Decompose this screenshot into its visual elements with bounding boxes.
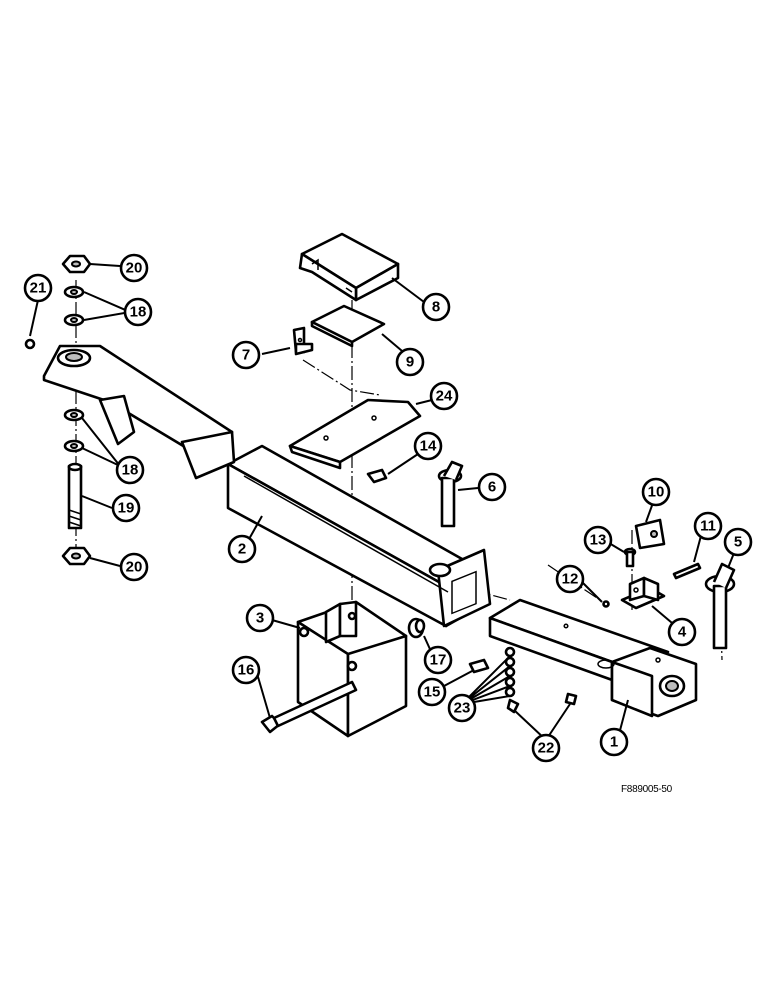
figure-code: F889005-50	[621, 784, 672, 795]
callout-20-upper: 20	[119, 253, 149, 283]
small-bolt	[623, 547, 637, 568]
callout-12-label: 12	[562, 571, 579, 588]
small-pin	[602, 600, 610, 608]
draw-bar-arm	[42, 344, 236, 480]
callout-6-label: 6	[488, 479, 496, 496]
callout-13-label: 13	[590, 532, 607, 549]
main-tongue-tube	[226, 444, 492, 628]
callout-10: 10	[641, 477, 671, 507]
long-bolt	[260, 680, 358, 734]
callout-18-lower-label: 18	[122, 462, 139, 479]
clip	[366, 468, 388, 484]
callout-21: 21	[23, 273, 53, 303]
callout-19-label: 19	[118, 500, 135, 517]
lower-clip	[468, 658, 490, 674]
cotter-pin	[672, 562, 702, 580]
callout-17-label: 17	[430, 652, 447, 669]
callout-3: 3	[245, 603, 275, 633]
callout-10-label: 10	[648, 484, 665, 501]
cover	[298, 232, 400, 302]
callout-14-label: 14	[420, 438, 437, 455]
u-bracket	[296, 600, 408, 738]
callout-20-upper-label: 20	[126, 260, 143, 277]
callout-5-label: 5	[734, 534, 742, 551]
callout-7: 7	[231, 340, 261, 370]
callout-5: 5	[723, 527, 753, 557]
callout-3-label: 3	[256, 610, 264, 627]
callout-1: 1	[599, 727, 629, 757]
callout-15: 15	[417, 677, 447, 707]
callout-23: 23	[447, 693, 477, 723]
callout-8: 8	[421, 292, 451, 322]
plate	[288, 398, 422, 470]
hitch-pin-lower	[704, 562, 736, 650]
callout-23-label: 23	[454, 700, 471, 717]
callout-20-lower-label: 20	[126, 559, 143, 576]
hitch-pin-upper	[437, 460, 464, 528]
callout-20-lower: 20	[119, 552, 149, 582]
left-hardware-stack	[24, 254, 92, 566]
hitch-extension	[488, 598, 698, 718]
callout-14: 14	[413, 431, 443, 461]
callout-2: 2	[227, 534, 257, 564]
callout-15-label: 15	[424, 684, 441, 701]
callout-19: 19	[111, 493, 141, 523]
callout-7-label: 7	[242, 347, 250, 364]
pad	[310, 304, 386, 348]
callout-21-label: 21	[30, 280, 47, 297]
callout-1-label: 1	[610, 734, 618, 751]
callout-16: 16	[231, 655, 261, 685]
bracket	[292, 326, 314, 356]
callout-4-label: 4	[678, 624, 687, 641]
callout-12: 12	[555, 564, 585, 594]
callout-18-upper-label: 18	[130, 304, 147, 321]
callout-16-label: 16	[238, 662, 255, 679]
callout-24: 24	[429, 381, 459, 411]
callout-18-upper: 18	[123, 297, 153, 327]
bushing	[407, 617, 426, 639]
callout-9: 9	[395, 347, 425, 377]
callout-11: 11	[693, 511, 723, 541]
callout-22-label: 22	[538, 740, 555, 757]
callout-11-label: 11	[700, 518, 716, 535]
callout-22: 22	[531, 733, 561, 763]
callout-2-label: 2	[238, 541, 246, 558]
small-plate	[634, 518, 666, 550]
callout-18-lower: 18	[115, 455, 145, 485]
callout-8-label: 8	[432, 299, 440, 316]
callout-17: 17	[423, 645, 453, 675]
callout-6: 6	[477, 472, 507, 502]
clevis-bracket	[620, 576, 666, 610]
callout-9-label: 9	[406, 354, 414, 371]
callout-13: 13	[583, 525, 613, 555]
screws	[506, 692, 578, 714]
lock-washers	[504, 646, 516, 698]
callout-24-label: 24	[436, 388, 453, 405]
callout-4: 4	[667, 617, 697, 647]
